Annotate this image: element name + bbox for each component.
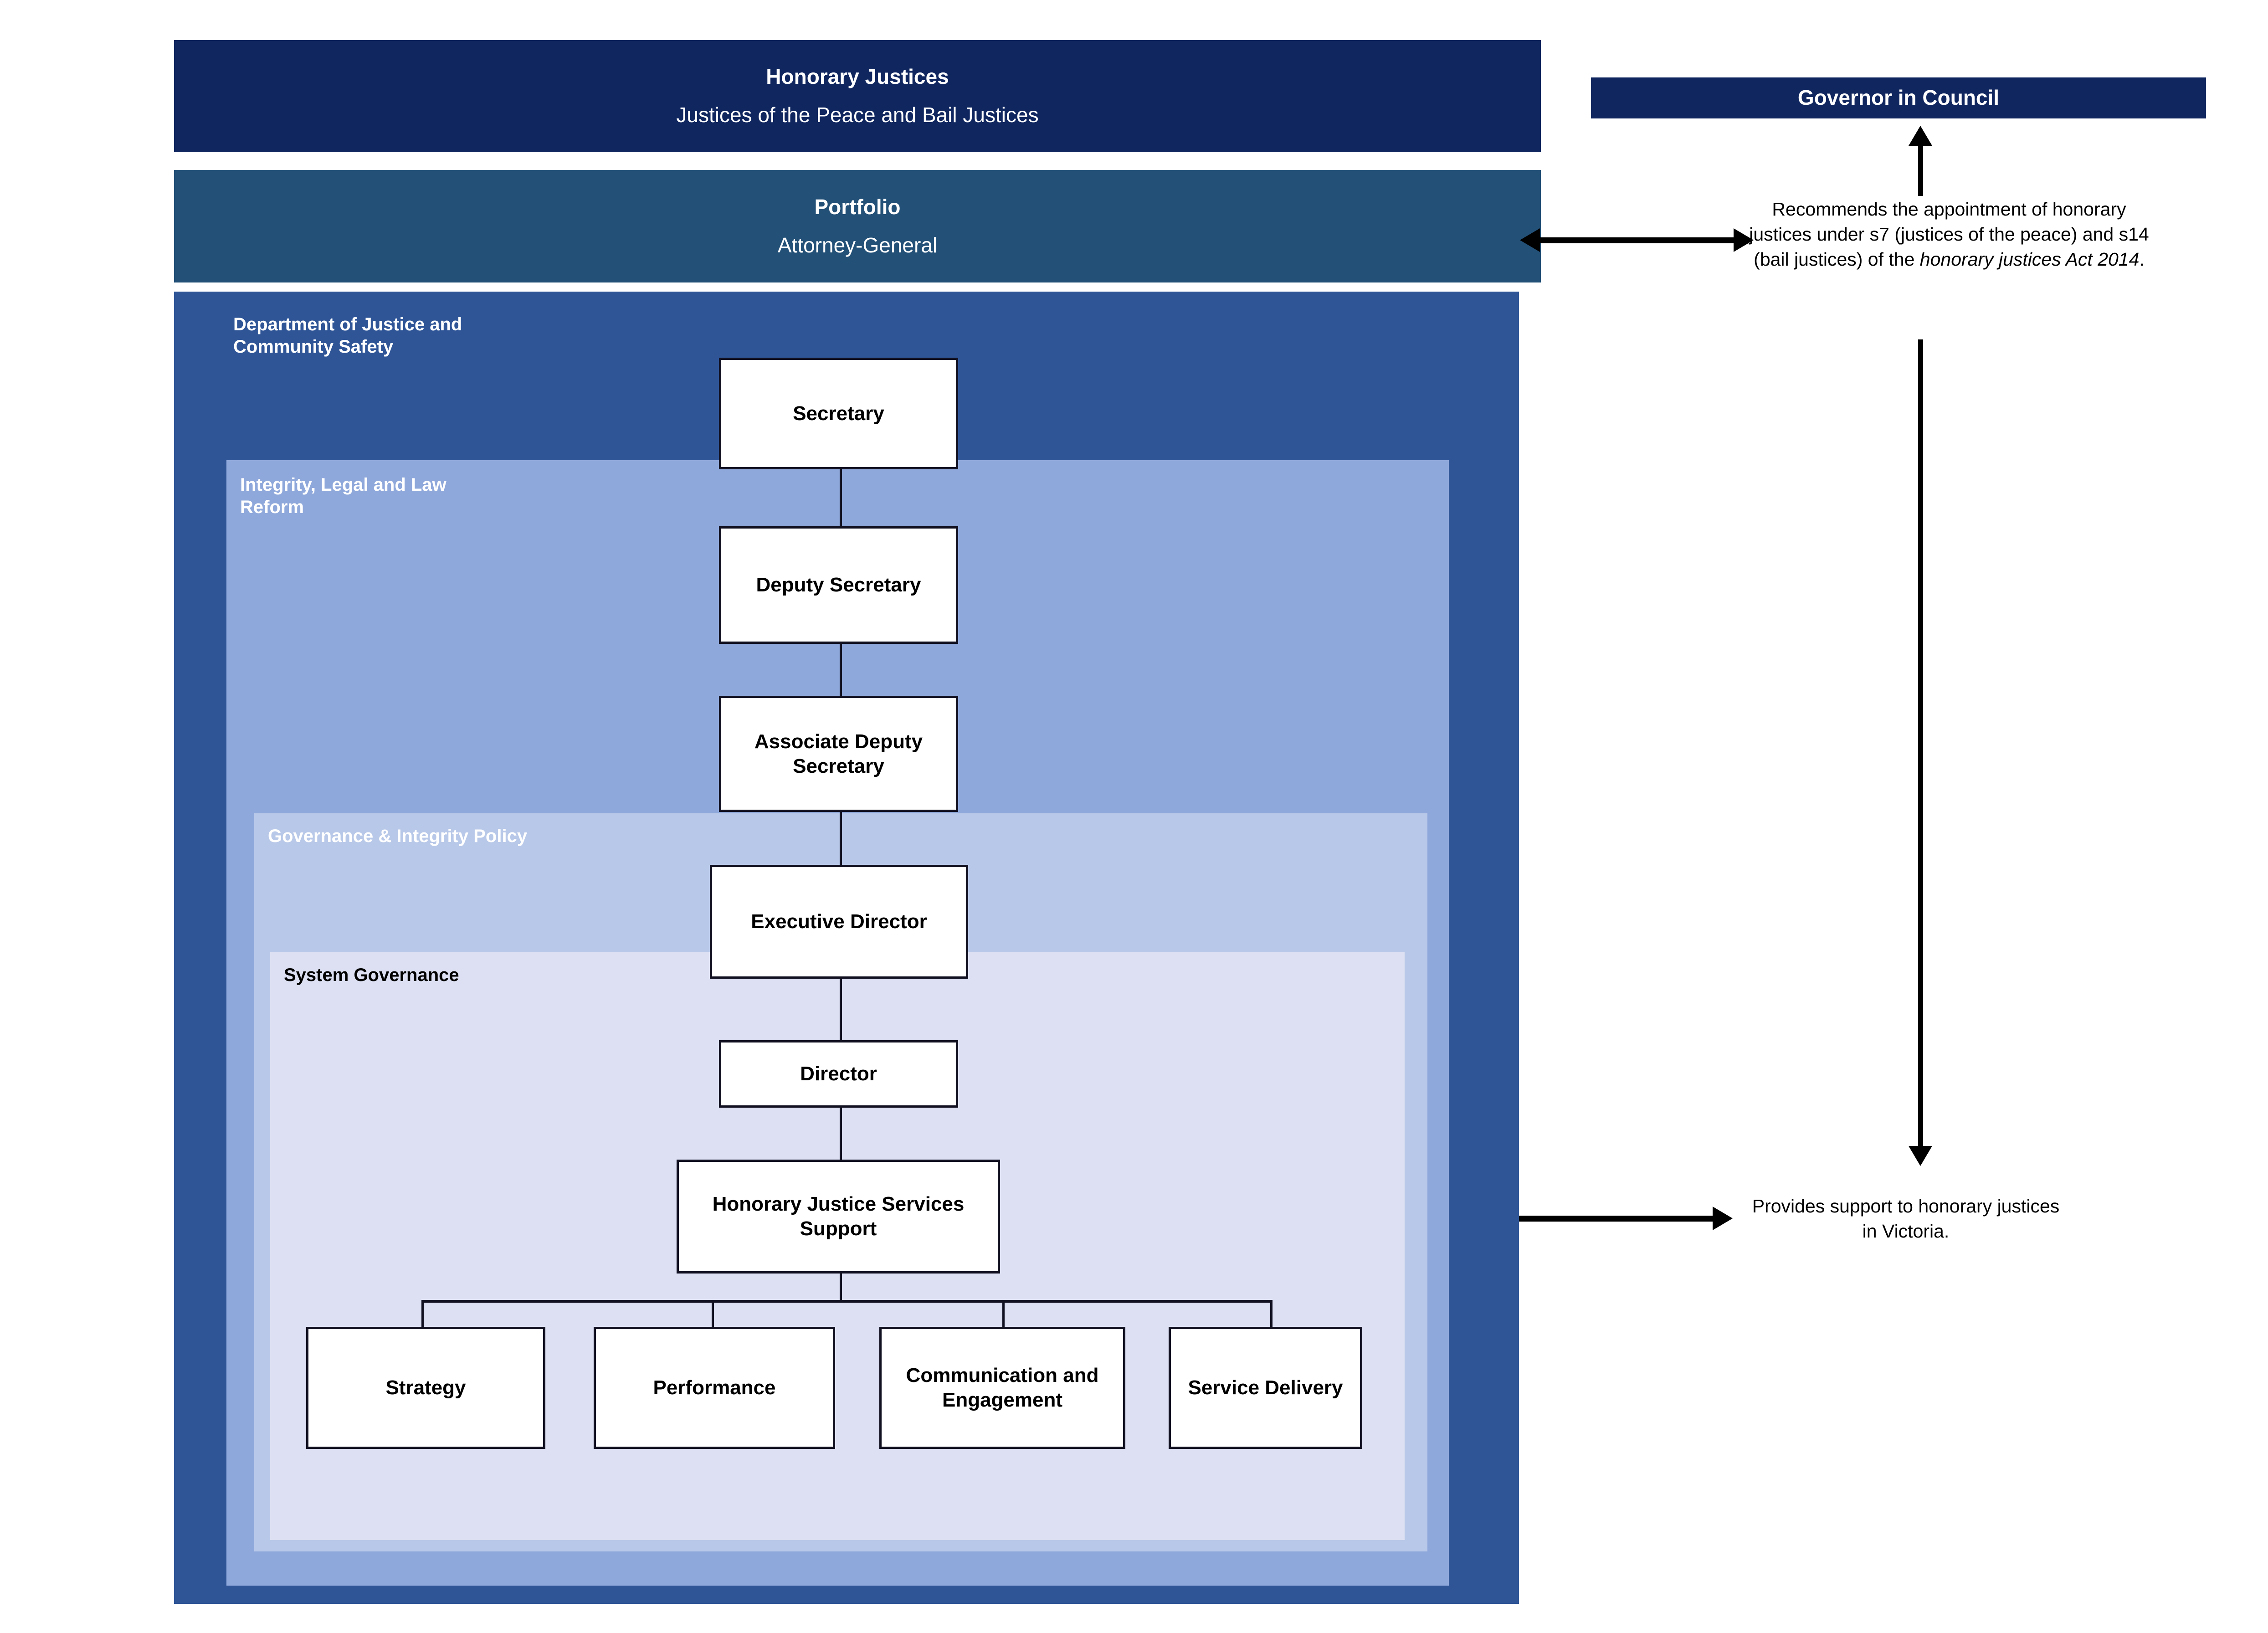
connector-drop-communication xyxy=(1002,1300,1005,1330)
connector-director-hjss xyxy=(840,1107,842,1162)
arrow-department-to-support-shaft xyxy=(1519,1216,1713,1222)
box-secretary-label: Secretary xyxy=(793,402,884,425)
arrow-head-left-portfolio xyxy=(1520,228,1540,252)
connector-deputy-associate xyxy=(840,643,842,703)
box-service-delivery[interactable]: Service Delivery xyxy=(1169,1327,1362,1449)
box-service-delivery-label: Service Delivery xyxy=(1188,1376,1343,1399)
box-executive-director[interactable]: Executive Director xyxy=(710,865,968,979)
note-recommendation-part1: Recommends the appointment of honorary j… xyxy=(1749,199,2149,270)
honorary-justices-subtitle: Justices of the Peace and Bail Justices xyxy=(676,103,1039,127)
portfolio-title: Portfolio xyxy=(814,195,901,219)
box-deputy-secretary[interactable]: Deputy Secretary xyxy=(719,526,958,644)
arrow-up-to-governor-shaft xyxy=(1918,146,1923,196)
panel-system-label: System Governance xyxy=(284,965,459,985)
arrow-head-right-support xyxy=(1713,1207,1733,1230)
honorary-justices-title: Honorary Justices xyxy=(766,65,949,88)
panel-department-label: Department of Justice and Community Safe… xyxy=(233,314,462,357)
arrow-head-down-support xyxy=(1909,1146,1932,1166)
box-hjss-label: Honorary Justice Services Support xyxy=(712,1193,965,1240)
arrow-down-governor-to-support-shaft xyxy=(1918,339,1923,1146)
box-strategy-label: Strategy xyxy=(385,1376,466,1399)
governor-in-council-title: Governor in Council xyxy=(1797,86,2000,110)
connector-drop-service-delivery xyxy=(1270,1300,1273,1330)
panel-integrity-label: Integrity, Legal and Law Reform xyxy=(240,475,446,517)
connector-secretary-deputy xyxy=(840,469,842,529)
box-associate-deputy-secretary-label: Associate Deputy Secretary xyxy=(754,730,923,777)
note-recommendation-italic: honorary justices Act 2014 xyxy=(1919,248,2140,270)
box-performance-label: Performance xyxy=(653,1376,776,1399)
note-recommendation: Recommends the appointment of honorary j… xyxy=(1744,197,2154,272)
note-support: Provides support to honorary justices in… xyxy=(1744,1194,2068,1244)
box-honorary-justice-services-support[interactable]: Honorary Justice Services Support xyxy=(677,1160,1000,1274)
banner-honorary-justices: Honorary Justices Justices of the Peace … xyxy=(174,40,1541,152)
box-associate-deputy-secretary[interactable]: Associate Deputy Secretary xyxy=(719,696,958,812)
box-secretary[interactable]: Secretary xyxy=(719,358,958,469)
connector-execdir-director xyxy=(840,977,842,1041)
box-deputy-secretary-label: Deputy Secretary xyxy=(756,574,921,596)
arrow-head-up-governor xyxy=(1909,126,1932,146)
portfolio-subtitle: Attorney-General xyxy=(777,233,938,257)
connector-drop-strategy xyxy=(421,1300,424,1330)
connector-bus-horizontal xyxy=(421,1300,1273,1303)
banner-governor-in-council: Governor in Council xyxy=(1591,77,2206,118)
box-director-label: Director xyxy=(800,1063,877,1085)
box-communication-label: Communication and Engagement xyxy=(906,1364,1099,1411)
box-performance[interactable]: Performance xyxy=(594,1327,835,1449)
connector-associate-execdir xyxy=(840,811,842,866)
box-strategy[interactable]: Strategy xyxy=(306,1327,545,1449)
arrow-portfolio-recommendation-shaft xyxy=(1540,237,1734,243)
banner-portfolio: Portfolio Attorney-General xyxy=(174,170,1541,282)
connector-hjss-bus xyxy=(840,1274,842,1301)
note-recommendation-part2: . xyxy=(2139,248,2145,270)
box-executive-director-label: Executive Director xyxy=(751,910,927,933)
note-support-text: Provides support to honorary justices in… xyxy=(1752,1196,2060,1242)
box-communication-and-engagement[interactable]: Communication and Engagement xyxy=(879,1327,1125,1449)
connector-drop-performance xyxy=(712,1300,714,1330)
box-director[interactable]: Director xyxy=(719,1040,958,1108)
arrow-head-right-recommendation xyxy=(1734,228,1754,252)
panel-governance-label: Governance & Integrity Policy xyxy=(268,826,528,846)
